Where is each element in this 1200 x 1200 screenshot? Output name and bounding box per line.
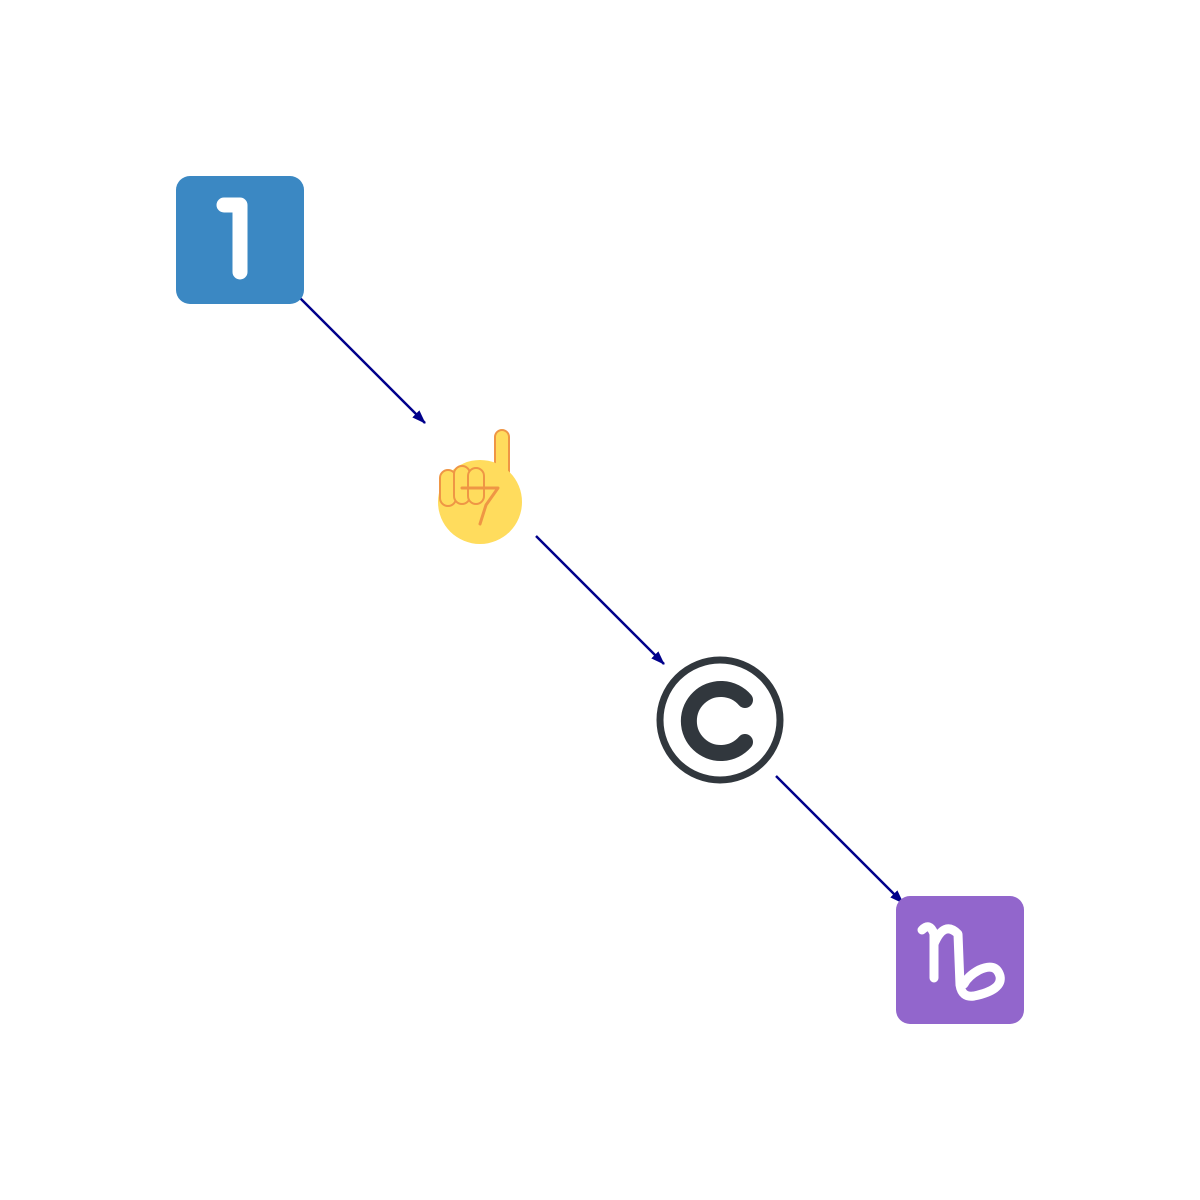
index-pointing-up-icon [438,429,522,544]
edge-keycap-one-to-index-pointing-up [299,297,426,424]
keycap-digit-one-icon [176,176,304,304]
keycap-digit-glyph [216,197,248,280]
capricorn-glyph [917,922,1005,1001]
thumb-line [460,486,500,526]
edge-copyright-to-capricorn [775,775,904,904]
copyright-sign-icon [656,656,784,784]
edge-index-pointing-up-to-copyright [535,535,665,665]
curled-finger-3 [467,467,485,505]
capricorn-sign-icon [896,896,1024,1024]
copyright-ring [656,656,784,784]
copyright-letter-glyph [680,681,753,761]
